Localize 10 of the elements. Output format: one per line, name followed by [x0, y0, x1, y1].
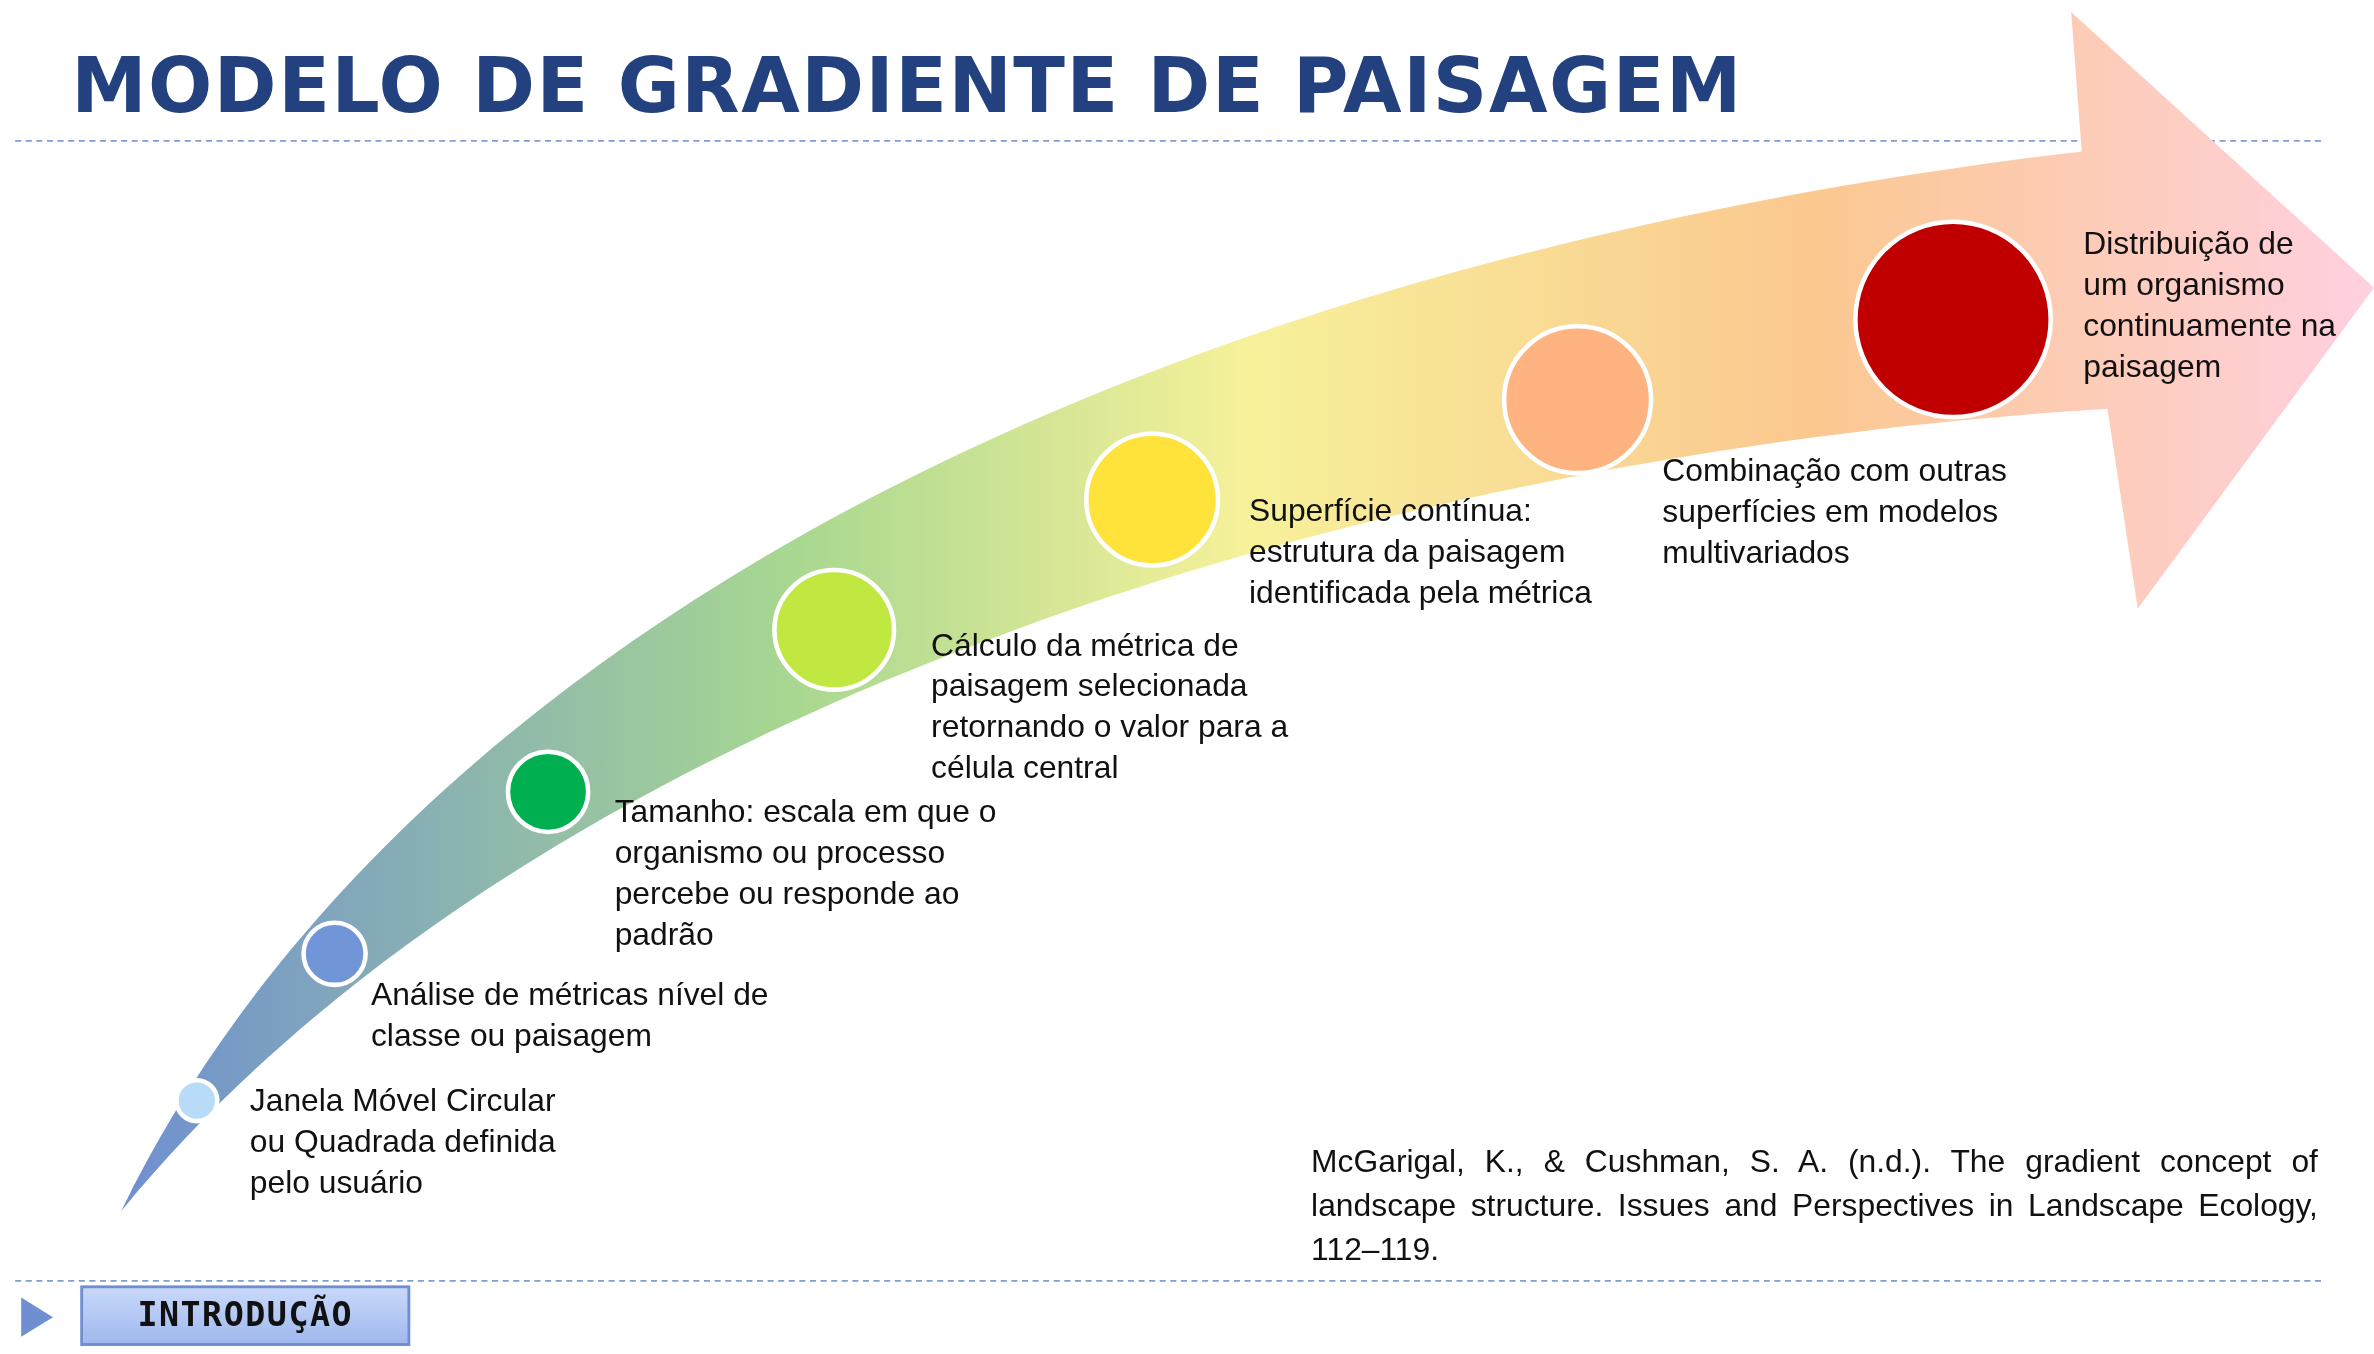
- step-description: Combinação com outras superfícies em modelos multivariados: [1662, 451, 2008, 572]
- citation-text: McGarigal, K., & Cushman, S. A. (n.d.). The gradient concept of landscape structure. Issues and Perspectives in Landscape Ecology, 112–119.: [1311, 1142, 2318, 1268]
- section-tab: INTRODUÇÃO: [80, 1285, 411, 1346]
- step-description: Janela Móvel Circular ou Quadrada definida pelo usuário: [249, 1081, 557, 1202]
- step-description: Distribuição de um organismo continuamente na paisagem: [2083, 224, 2338, 386]
- step-description: Superfície contínua: estrutura da paisagem identificada pela métrica: [1249, 491, 1593, 612]
- step-description: Análise de métricas nível de classe ou paisagem: [370, 975, 770, 1055]
- slide-title: MODELO DE GRADIENTE DE PAISAGEM: [71, 42, 1743, 131]
- step-description: Tamanho: escala em que o organismo ou processo percebe ou responde ao padrão: [614, 792, 998, 954]
- step-description: Cálculo da métrica de paisagem selecionada retornando o valor para a célula central: [931, 625, 1290, 787]
